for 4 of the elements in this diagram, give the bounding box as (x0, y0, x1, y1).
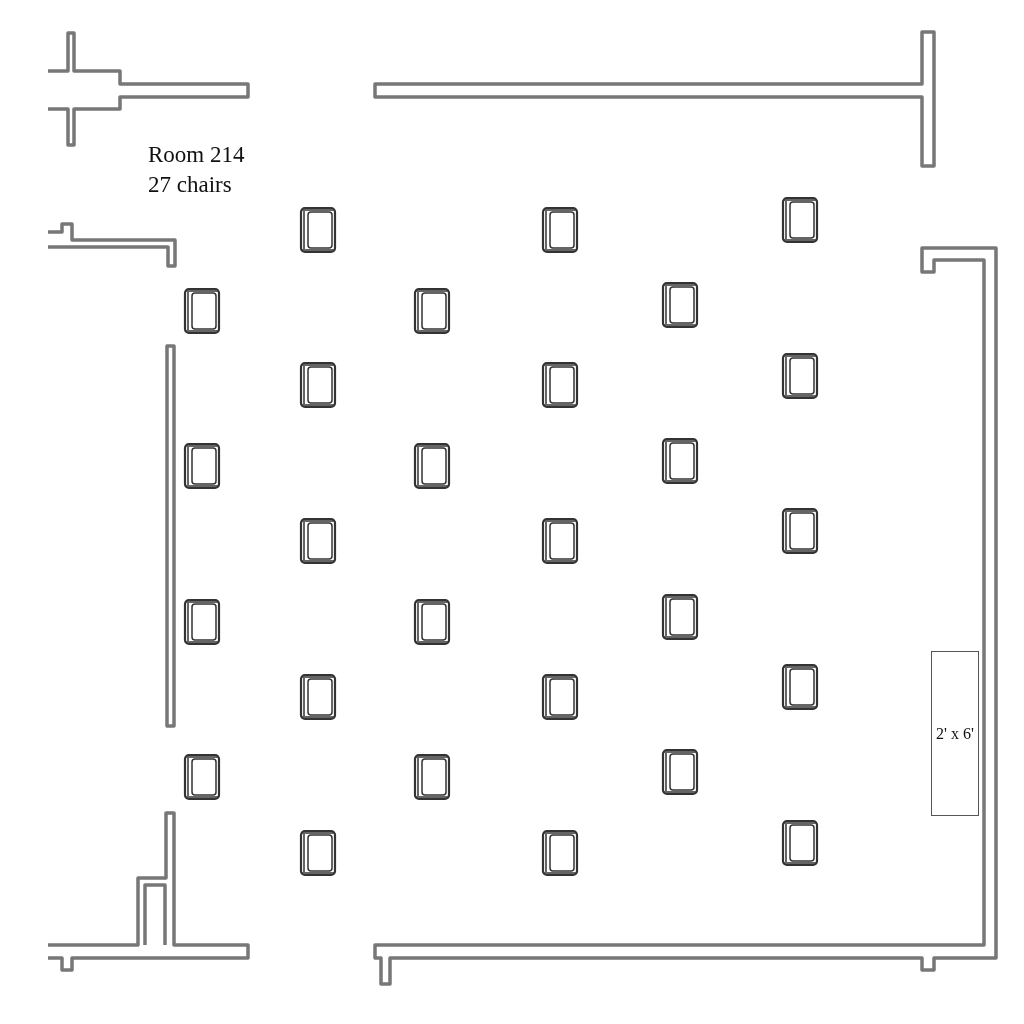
room-label: 27 chairs (148, 173, 232, 196)
table-box (931, 651, 979, 816)
table-size-label: 2' x 6' (936, 724, 974, 743)
room-label: Room 214 (148, 143, 245, 166)
